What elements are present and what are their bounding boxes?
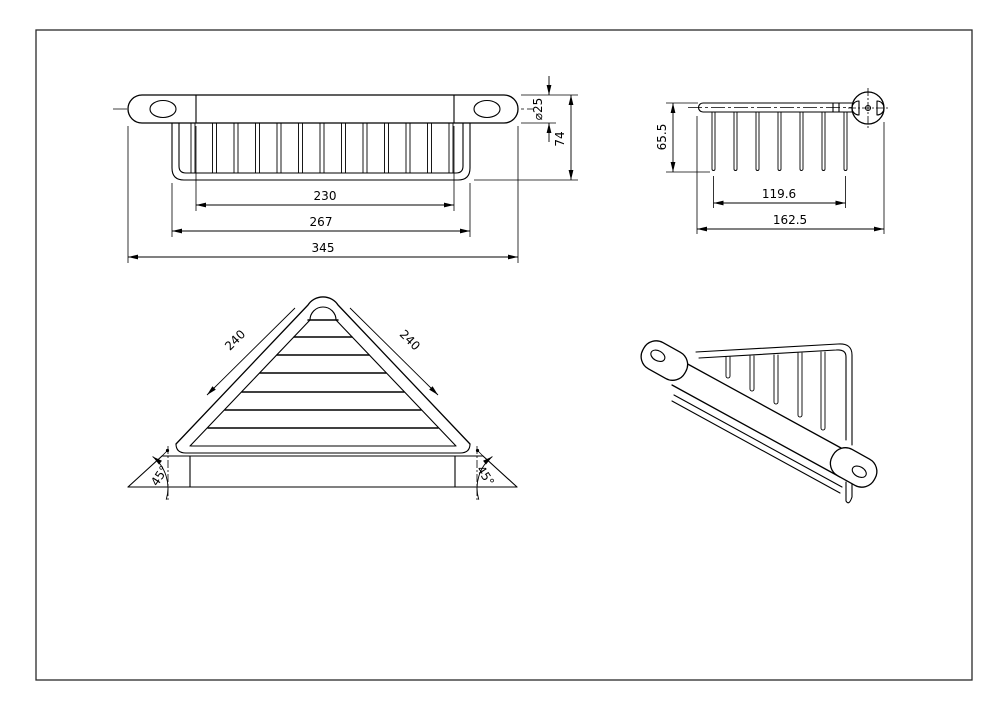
mount-slot-right [876,100,885,116]
triangle-frame-inner [189,306,457,447]
side-prongs [711,111,848,171]
iso-wires [725,351,826,431]
dimline-240-right [349,307,439,396]
dimline-240-left [206,307,296,396]
iso-back-rim-outer [695,343,853,446]
iso-corner-tip [845,478,853,504]
mounting-bar [127,94,519,124]
dim-text-depth: 162.5 [773,213,807,227]
iso-bar-bottom-edge [671,384,841,478]
mounting-hole-left [149,99,177,119]
top-bar [127,455,518,488]
iso-right-cap [829,447,878,488]
side-view: 65.5 119.6 162.5 [655,88,888,234]
iso-bar-fill [672,362,852,477]
mount-screw-hole [864,104,872,112]
basket-frame-inner [178,122,464,174]
angle-arc-right [476,456,493,500]
dim-text-height: 74 [553,131,567,146]
iso-left-cap [640,340,689,381]
front-view: 230 267 345 ⌀25 74 [113,76,578,263]
dim-text-total-width: 345 [312,241,335,255]
chamfer-left-dot [165,448,170,453]
isometric-view [640,340,878,504]
chamfer-right-ext [477,450,484,457]
mount-slot-left [851,100,860,116]
iso-front-rail-2 [671,400,841,494]
dim-text-prong-span: 119.6 [762,187,796,201]
basket-wires [190,122,454,174]
dim-text-side-left: 240 [222,327,248,353]
side-rail [697,102,853,113]
iso-back-rim-inner [698,349,847,441]
sheet-border [35,29,973,681]
top-wires [207,319,439,429]
basket-frame-outer [171,122,471,181]
iso-front-rail-1 [673,394,843,488]
iso-bar-top-edge [683,361,853,455]
chamfer-right-dot [475,448,480,453]
dim-text-side-height: 65.5 [655,124,669,151]
triangle-frame-outer [175,296,471,445]
dim-text-wire-span: 230 [314,189,337,203]
dim-text-basket-width: 267 [310,215,333,229]
dim-text-side-right: 240 [397,327,423,353]
mounting-hole-right [473,99,501,119]
angle-arc-left [152,456,169,500]
base-rim [175,443,471,454]
chamfer-left-ext [161,450,168,457]
top-view: 45° 45° 240 240 [127,296,518,502]
dim-text-bar-diameter: ⌀25 [531,98,545,121]
